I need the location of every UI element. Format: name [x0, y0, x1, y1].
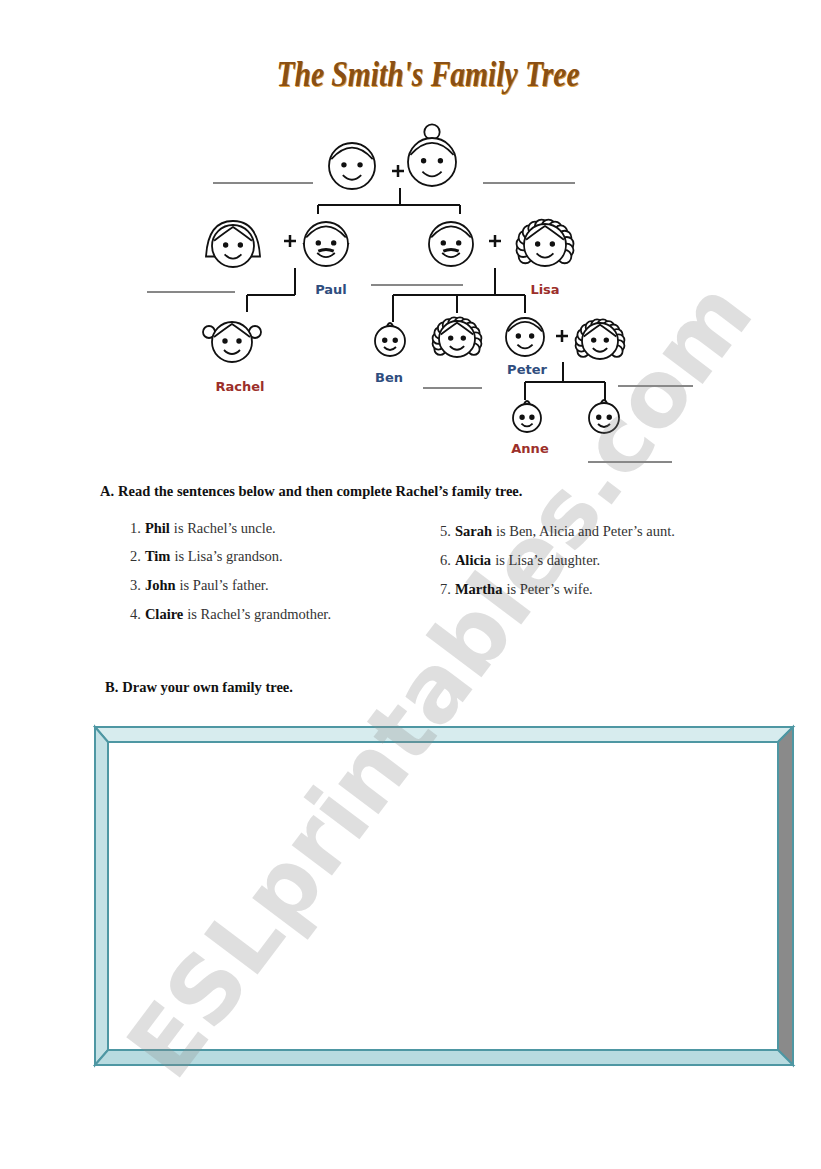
- face-girl: [203, 322, 261, 362]
- sentence-text: is Lisa’s daughter.: [495, 552, 600, 568]
- plus-signs: [284, 165, 568, 342]
- sentence-text: 1.: [130, 520, 141, 536]
- person-name: Rachel: [215, 379, 264, 394]
- person-name: Alicia: [455, 552, 491, 568]
- face-mustache: [429, 222, 473, 266]
- sentence-text: is Rachel’s grandmother.: [187, 606, 331, 622]
- person-name: Lisa: [530, 282, 559, 297]
- clue-sentence: 1.Philis Rachel’s uncle.: [130, 520, 280, 537]
- clue-sentence: 5.Sarahis Ben, Alicia and Peter’s aunt.: [440, 523, 679, 540]
- sentence-text: is Rachel’s uncle.: [174, 520, 276, 536]
- face-baby: [375, 323, 405, 356]
- clue-sentence: 7.Marthais Peter’s wife.: [440, 581, 597, 598]
- sentence-text: 4.: [130, 606, 141, 622]
- person-name: Peter: [507, 362, 547, 377]
- sentence-text: is Lisa’s grandson.: [174, 548, 282, 564]
- person-name: Tim: [145, 548, 171, 564]
- person-name: Sarah: [455, 523, 492, 539]
- person-name: Martha: [455, 581, 503, 597]
- sentence-text: is Peter’s wife.: [506, 581, 592, 597]
- sentence-text: 3.: [130, 577, 141, 593]
- sentence-text: 6.: [440, 552, 451, 568]
- face-plain: [329, 143, 375, 189]
- sentence-text: 2.: [130, 548, 141, 564]
- face-baby: [513, 401, 541, 432]
- sentence-text: A.: [100, 483, 114, 499]
- person-name: Paul: [315, 282, 347, 297]
- person-name: Anne: [511, 441, 548, 456]
- face-curly: [517, 220, 574, 266]
- clue-sentence: 2.Timis Lisa’s grandson.: [130, 548, 287, 565]
- task-heading: B.Draw your own family tree.: [105, 679, 297, 696]
- worksheet-title: The Smith's Family Tree: [276, 53, 579, 95]
- sentence-text: is Paul’s father.: [180, 577, 269, 593]
- person-name: Ben: [375, 370, 403, 385]
- face-bun: [408, 124, 456, 186]
- tree-lines: [247, 188, 605, 400]
- person-name: Phil: [145, 520, 170, 536]
- sentence-text: is Ben, Alicia and Peter’s aunt.: [496, 523, 675, 539]
- face-bob: [206, 221, 260, 267]
- sentence-text: 7.: [440, 581, 451, 597]
- person-name: Read the sentences below and then comple…: [118, 483, 522, 499]
- face-plain: [506, 318, 544, 356]
- sentence-text: 5.: [440, 523, 451, 539]
- task-heading: A.Read the sentences below and then comp…: [100, 483, 526, 500]
- clue-sentence: 4.Claireis Rachel’s grandmother.: [130, 606, 335, 623]
- person-name: John: [145, 577, 176, 593]
- clue-sentence: 3.Johnis Paul’s father.: [130, 577, 273, 594]
- face-beard: [304, 222, 348, 266]
- person-name: Draw your own family tree.: [122, 679, 293, 695]
- clue-sentence: 6.Aliciais Lisa’s daughter.: [440, 552, 604, 569]
- face-curly: [433, 317, 482, 357]
- face-curly: [576, 319, 625, 359]
- sentence-text: B.: [105, 679, 118, 695]
- faces: [203, 124, 624, 433]
- person-name: Claire: [145, 606, 183, 622]
